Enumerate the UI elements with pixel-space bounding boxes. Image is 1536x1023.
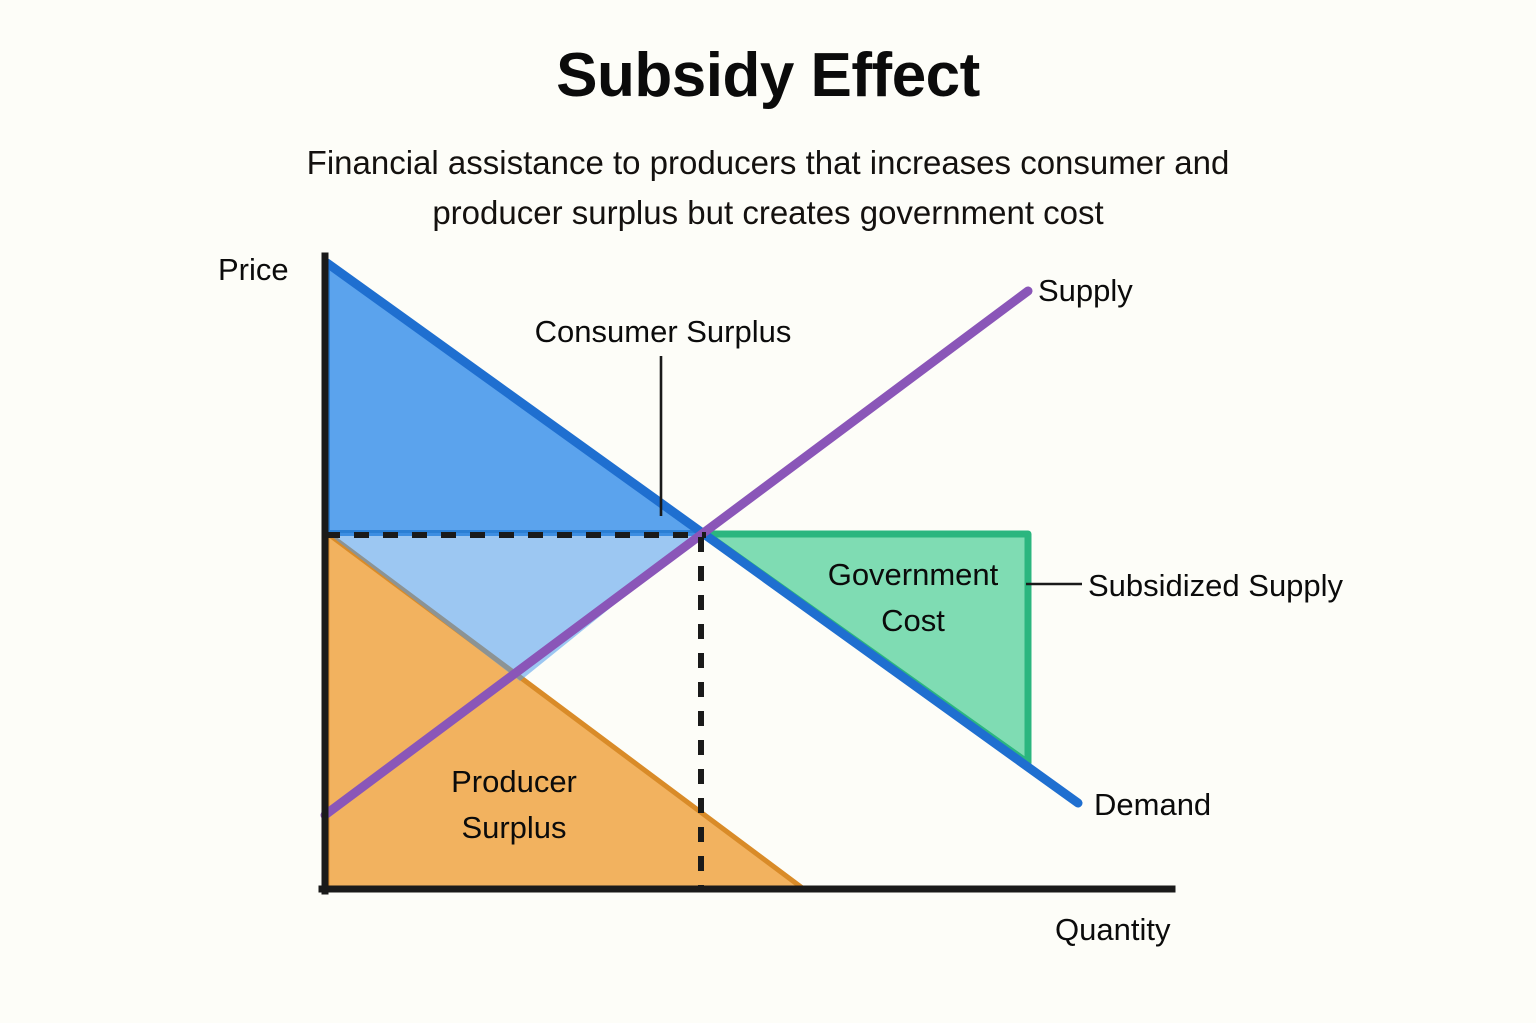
page-title: Subsidy Effect <box>556 41 980 110</box>
consumer-surplus-label: Consumer Surplus <box>535 314 792 349</box>
page-subtitle: Financial assistance to producers that i… <box>268 138 1268 238</box>
government-cost-label-line-1: Government <box>828 557 999 592</box>
supply-curve-label: Supply <box>1038 273 1133 308</box>
producer-surplus-label-line-2: Surplus <box>461 810 566 845</box>
region-consumer-surplus-lower <box>327 533 703 681</box>
subtitle-line-1: Financial assistance to producers that i… <box>306 144 1230 181</box>
y-axis-label: Price <box>218 252 289 287</box>
subtitle-line-2: producer surplus but creates government … <box>432 194 1104 232</box>
subsidized-supply-label: Subsidized Supply <box>1088 568 1344 603</box>
government-cost-label-line-2: Cost <box>881 603 945 638</box>
producer-surplus-label-line-1: Producer <box>451 764 577 799</box>
x-axis-label: Quantity <box>1055 912 1171 947</box>
demand-curve-label: Demand <box>1094 787 1211 822</box>
supply-curve <box>320 286 1033 820</box>
